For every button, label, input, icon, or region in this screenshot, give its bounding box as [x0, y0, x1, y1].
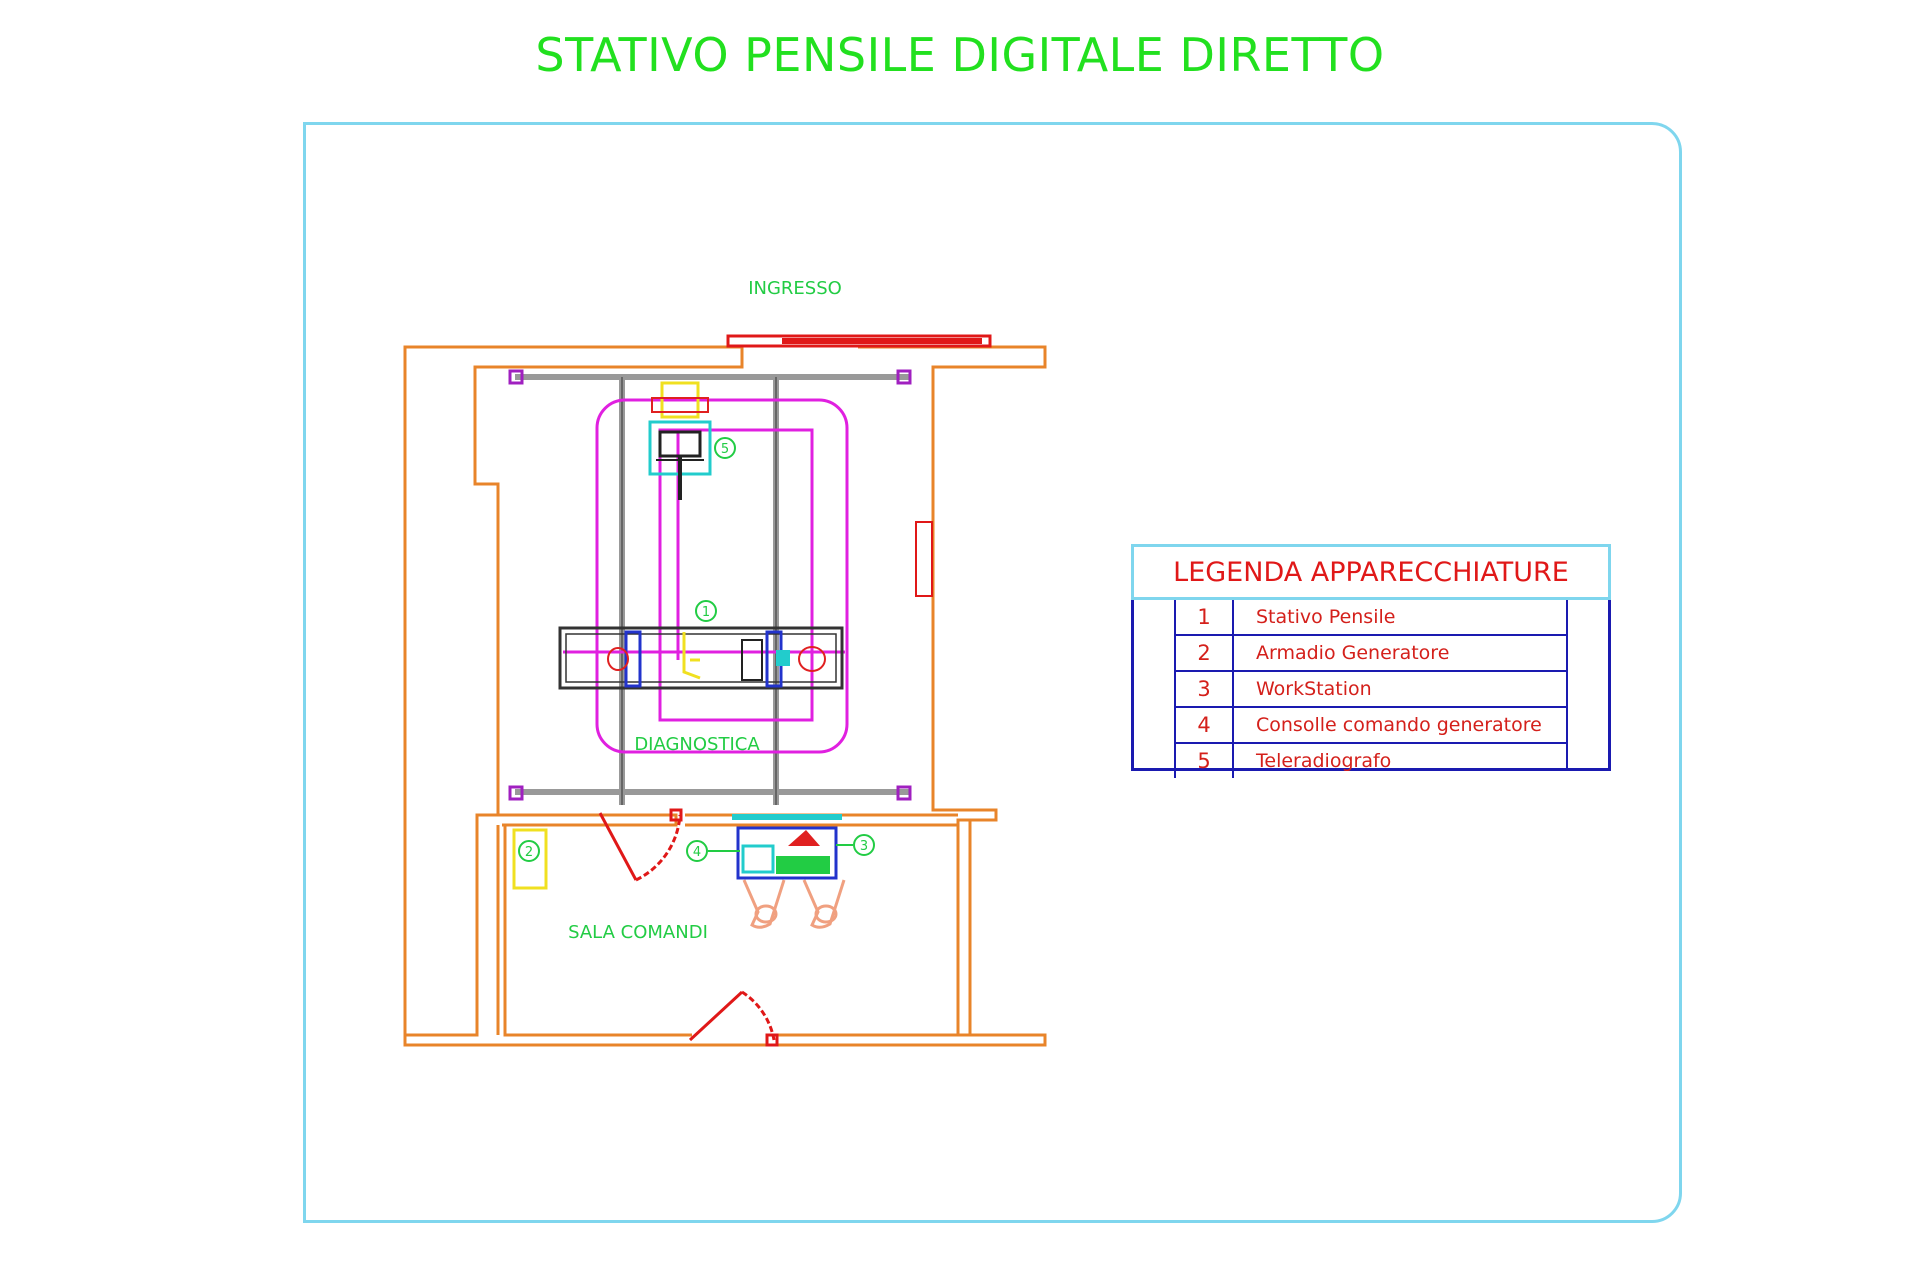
legend-rows: 1 Stativo Pensile 2 Armadio Generatore 3…: [1174, 600, 1568, 778]
legend-row-number: 1: [1176, 600, 1234, 634]
legend-row: 5 Teleradiografo: [1176, 744, 1568, 778]
marker-5-circle: [714, 437, 736, 459]
legend-row-number: 5: [1176, 744, 1234, 778]
marker-5-label: 5: [721, 442, 729, 457]
ceiling-rails: [508, 369, 912, 805]
legend-row-number: 4: [1176, 708, 1234, 742]
workstation-desk: [732, 814, 842, 880]
legend-title: LEGENDA APPARECCHIATURE: [1131, 544, 1611, 600]
room-label-control: SALA COMANDI: [568, 922, 708, 943]
legend-row: 2 Armadio Generatore: [1176, 636, 1568, 672]
room-label-entrance: INGRESSO: [748, 278, 842, 299]
legend-row-label: Consolle comando generatore: [1256, 714, 1542, 736]
room-label-diagnostic: DIAGNOSTICA: [634, 734, 760, 755]
marker-1-circle: [695, 600, 717, 622]
marker-1-label: 1: [702, 605, 710, 620]
entrance-door: [726, 334, 992, 348]
legend-row-number: 3: [1176, 672, 1234, 706]
patient-table: [558, 626, 844, 690]
legend-divider-right: [1566, 600, 1568, 768]
tube-travel-area: [563, 398, 849, 754]
legend-row-label: Armadio Generatore: [1256, 642, 1450, 664]
teleradiograph: [648, 381, 712, 500]
legend-row: 1 Stativo Pensile: [1176, 600, 1568, 636]
walls: [403, 345, 1047, 1047]
marker-3-circle: [853, 834, 875, 856]
operators: [742, 879, 846, 929]
item-markers: [518, 437, 875, 862]
equipment-legend: LEGENDA APPARECCHIATURE 1 Stativo Pensil…: [1131, 544, 1611, 778]
doors: [598, 808, 779, 1047]
legend-row: 3 WorkStation: [1176, 672, 1568, 708]
legend-row-label: WorkStation: [1256, 678, 1372, 700]
drawing-frame: [303, 122, 1682, 1223]
legend-row-number: 2: [1176, 636, 1234, 670]
legend-row: 4 Consolle comando generatore: [1176, 708, 1568, 744]
marker-3-label: 3: [860, 839, 868, 854]
marker-4-circle: [686, 840, 708, 862]
marker-4-label: 4: [693, 845, 701, 860]
drawing-title: STATIVO PENSILE DIGITALE DIRETTO: [535, 28, 1385, 82]
legend-row-label: Stativo Pensile: [1256, 606, 1396, 628]
marker-2-circle: [518, 840, 540, 862]
window: [915, 521, 933, 597]
generator-cabinet: [512, 828, 548, 890]
marker-2-label: 2: [525, 845, 533, 860]
legend-row-label: Teleradiografo: [1256, 750, 1392, 772]
